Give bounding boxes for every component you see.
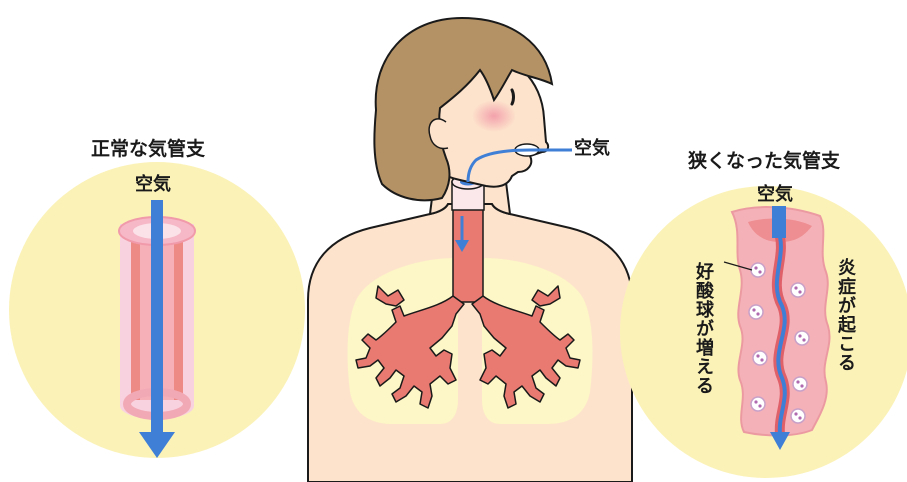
eosinophil-label: 好酸球が増える bbox=[694, 262, 712, 395]
narrowed-air-label: 空気 bbox=[757, 186, 793, 204]
normal-air-label: 空気 bbox=[135, 176, 171, 194]
narrowed-bronchus-title: 狭くなった気管支 bbox=[688, 152, 840, 171]
person-figure bbox=[308, 18, 632, 482]
narrowed-bronchus-panel bbox=[620, 186, 907, 478]
normal-air-arrow bbox=[151, 200, 163, 436]
inflammation-label: 炎症が起こる bbox=[836, 258, 854, 372]
narrowed-air-arrow-top bbox=[772, 206, 786, 238]
mouth-air-label: 空気 bbox=[574, 140, 610, 158]
normal-bronchus-title: 正常な気管支 bbox=[91, 140, 205, 159]
normal-bronchus-panel bbox=[9, 162, 305, 458]
trachea bbox=[453, 206, 483, 302]
cheek-blush bbox=[472, 100, 516, 132]
